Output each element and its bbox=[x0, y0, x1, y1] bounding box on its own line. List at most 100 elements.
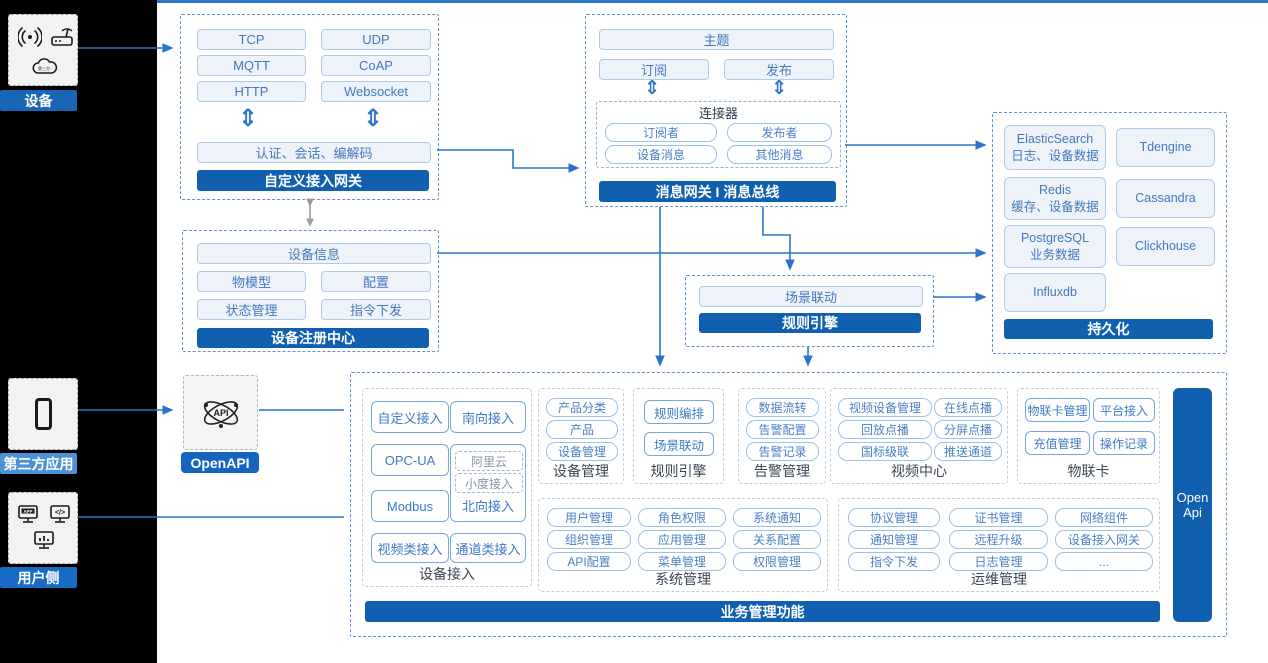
custom-gateway-box: TCP UDP MQTT CoAP HTTP Websocket ⇕ ⇕ 认证、… bbox=[180, 14, 439, 200]
protocol-coap: CoAP bbox=[321, 55, 431, 76]
south-access-item: 南向接入 bbox=[450, 401, 526, 433]
playback-item: 回放点播 bbox=[838, 420, 932, 439]
menu-mgmt-item: 菜单管理 bbox=[638, 552, 726, 571]
channel-access-item: 通道类接入 bbox=[450, 533, 526, 563]
devices-label: 设备 bbox=[0, 90, 77, 111]
rule-engine-banner: 规则引擎 bbox=[699, 313, 921, 333]
business-banner: 业务管理功能 bbox=[365, 601, 1160, 622]
product-item: 产品 bbox=[546, 420, 618, 439]
updown-arrow-icon: ⇕ bbox=[771, 78, 787, 99]
custom-access-item: 自定义接入 bbox=[371, 401, 449, 433]
org-mgmt-item: 组织管理 bbox=[547, 530, 631, 549]
third-party-label: 第三方应用 bbox=[0, 453, 77, 474]
section-video: 视频设备管理 在线点播 回放点播 分屏点播 国标级联 推送通道 视频中心 bbox=[830, 388, 1008, 484]
device-registry-box: 设备信息 物模型 配置 状态管理 指令下发 设备注册中心 bbox=[182, 230, 439, 352]
protocol-websocket: Websocket bbox=[321, 81, 431, 102]
custom-gateway-banner: 自定义接入网关 bbox=[197, 170, 429, 191]
xiaodu-item: 小度接入 bbox=[455, 473, 523, 493]
phone-icon bbox=[35, 398, 52, 430]
message-gateway-box: 主题 订阅 发布 ⇕ ⇕ 连接器 订阅者 发布者 设备消息 其他消息 消息网关 … bbox=[585, 14, 847, 207]
device-info-item: 设备信息 bbox=[197, 243, 431, 264]
video-access-item: 视频类接入 bbox=[371, 533, 449, 563]
updown-arrow-icon: ⇕ bbox=[644, 78, 660, 99]
router-icon bbox=[51, 28, 73, 46]
connector-title: 连接器 bbox=[698, 105, 738, 121]
cloud-icon: 第三方 bbox=[32, 58, 58, 74]
db-elasticsearch: ElasticSearch 日志、设备数据 bbox=[1004, 125, 1106, 170]
user-mgmt-item: 用户管理 bbox=[547, 508, 631, 527]
product-category-item: 产品分类 bbox=[546, 398, 618, 417]
topic-item: 主题 bbox=[599, 29, 834, 50]
other-msg-item: 其他消息 bbox=[727, 145, 832, 164]
recharge-mgmt-item: 充值管理 bbox=[1025, 431, 1090, 455]
subscribe-item: 订阅 bbox=[599, 59, 709, 80]
section-device-mgmt: 产品分类 产品 设备管理 设备管理 bbox=[538, 388, 624, 484]
push-channel-item: 推送通道 bbox=[934, 442, 1002, 461]
auth-session-codec: 认证、会话、编解码 bbox=[197, 142, 431, 163]
system-label: 系统管理 bbox=[655, 571, 711, 587]
subscriber-item: 订阅者 bbox=[605, 123, 717, 142]
connector-box: 连接器 订阅者 发布者 设备消息 其他消息 bbox=[596, 101, 841, 168]
third-party-box bbox=[8, 378, 78, 450]
db-redis: Redis 缓存、设备数据 bbox=[1004, 177, 1106, 220]
online-play-item: 在线点播 bbox=[934, 398, 1002, 417]
updown-arrow-icon: ⇕ bbox=[363, 105, 384, 132]
business-box bbox=[350, 372, 1227, 637]
opc-ua-item: OPC-UA bbox=[371, 444, 449, 476]
rule-engine-box: 场景联动 规则引擎 bbox=[685, 275, 934, 347]
split-screen-item: 分屏点播 bbox=[934, 420, 1002, 439]
alarm-config-item: 告警配置 bbox=[746, 420, 819, 439]
platform-access-item: 平台接入 bbox=[1093, 398, 1155, 422]
video-device-mgmt-item: 视频设备管理 bbox=[838, 398, 932, 417]
data-flow-item: 数据流转 bbox=[746, 398, 819, 417]
publisher-item: 发布者 bbox=[727, 123, 832, 142]
open-api-bar: Open Api bbox=[1173, 388, 1212, 622]
aliyun-item: 阿里云 bbox=[455, 451, 523, 471]
more-item: ... bbox=[1055, 552, 1153, 571]
device-access-label: 设备接入 bbox=[419, 566, 475, 582]
db-postgresql: PostgreSQL 业务数据 bbox=[1004, 225, 1106, 268]
iot-card-mgmt-item: 物联卡管理 bbox=[1025, 398, 1090, 422]
db-tdengine: Tdengine bbox=[1116, 128, 1215, 167]
section-iot-card: 物联卡管理 平台接入 充值管理 操作记录 物联卡 bbox=[1017, 388, 1160, 484]
code-monitor-icon: </> bbox=[50, 505, 70, 523]
device-registry-banner: 设备注册中心 bbox=[197, 328, 429, 348]
section-device-access: 自定义接入 南向接入 OPC-UA 阿里云 小度接入 北向接入 Modbus 视… bbox=[362, 388, 532, 587]
device-msg-item: 设备消息 bbox=[605, 145, 717, 164]
notice-mgmt-item: 通知管理 bbox=[848, 530, 940, 549]
openapi-box: API bbox=[183, 375, 258, 450]
remote-upgrade-item: 远程升级 bbox=[949, 530, 1048, 549]
protocol-mgmt-item: 协议管理 bbox=[848, 508, 940, 527]
protocol-mqtt: MQTT bbox=[197, 55, 306, 76]
devices-box: 第三方 bbox=[8, 14, 78, 86]
cert-mgmt-item: 证书管理 bbox=[949, 508, 1048, 527]
app-monitor-icon: APP bbox=[18, 505, 38, 523]
db-cassandra: Cassandra bbox=[1116, 179, 1215, 218]
signal-icon bbox=[18, 27, 42, 47]
user-side-box: APP </> bbox=[8, 492, 78, 564]
thing-model-item: 物模型 bbox=[197, 271, 306, 292]
app-mgmt-item: 应用管理 bbox=[638, 530, 726, 549]
persistence-banner: 持久化 bbox=[1004, 319, 1213, 339]
north-access-label: 北向接入 bbox=[461, 498, 514, 514]
gb-cascade-item: 国标级联 bbox=[838, 442, 932, 461]
relation-config-item: 关系配置 bbox=[733, 530, 821, 549]
api-config-item: API配置 bbox=[547, 552, 631, 571]
db-influxdb: Influxdb bbox=[1004, 273, 1106, 312]
device-mgmt-item: 设备管理 bbox=[546, 442, 618, 461]
modbus-item: Modbus bbox=[371, 490, 449, 522]
perm-mgmt-item: 权限管理 bbox=[733, 552, 821, 571]
device-gateway-item: 设备接入网关 bbox=[1055, 530, 1153, 549]
section-ops: 协议管理 证书管理 网络组件 通知管理 远程升级 设备接入网关 指令下发 日志管… bbox=[838, 498, 1160, 592]
sys-notice-item: 系统通知 bbox=[733, 508, 821, 527]
scene-linkage-item: 场景联动 bbox=[699, 286, 923, 307]
chart-monitor-icon bbox=[34, 531, 54, 549]
video-label: 视频中心 bbox=[891, 463, 947, 479]
publish-item: 发布 bbox=[724, 59, 834, 80]
operation-record-item: 操作记录 bbox=[1093, 431, 1155, 455]
svg-text:第三方: 第三方 bbox=[38, 65, 50, 71]
svg-text:</>: </> bbox=[55, 510, 65, 517]
message-gateway-banner: 消息网关 I 消息总线 bbox=[599, 181, 836, 202]
role-perm-item: 角色权限 bbox=[638, 508, 726, 527]
